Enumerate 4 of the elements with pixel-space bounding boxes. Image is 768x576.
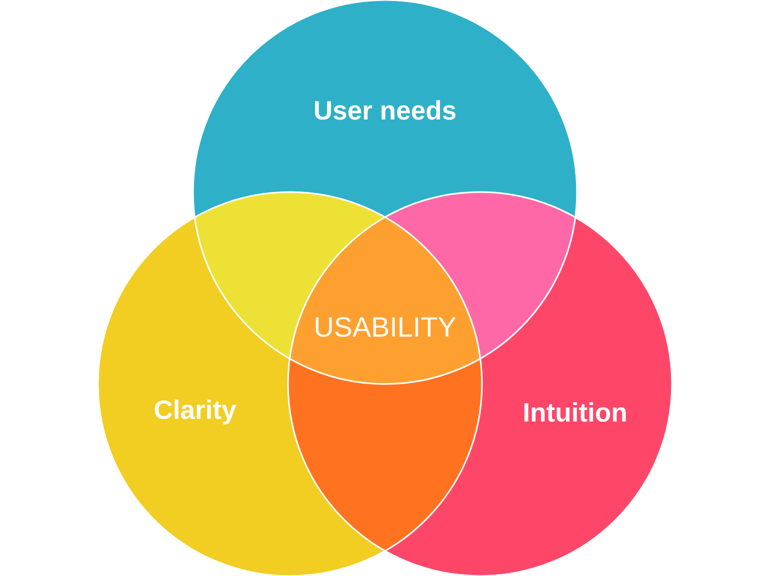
circle-label: Clarity <box>154 400 236 424</box>
circle-label: Intuition <box>524 402 626 422</box>
center-label: USABILITY <box>316 317 456 337</box>
circle-label: User needs <box>315 100 456 120</box>
